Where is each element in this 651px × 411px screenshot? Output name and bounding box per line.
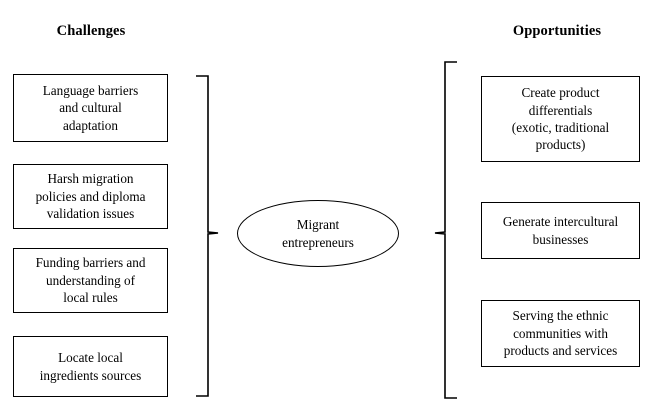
right-brace-connector [434,61,457,399]
challenge-box-3[interactable]: Funding barriers and understanding of lo… [13,248,168,313]
opportunity-box-1[interactable]: Create product differentials (exotic, tr… [481,76,640,162]
challenge-box-4-label: Locate local ingredients sources [39,350,142,383]
opportunity-box-2-label: Generate intercultural businesses [502,214,619,247]
center-node-migrant-entrepreneurs[interactable]: Migrant entrepreneurs [237,200,399,267]
challenge-box-2[interactable]: Harsh migration policies and diploma val… [13,164,168,229]
opportunity-box-1-label: Create product differentials (exotic, tr… [511,85,610,153]
opportunity-box-2[interactable]: Generate intercultural businesses [481,202,640,259]
challenge-box-3-label: Funding barriers and understanding of lo… [35,255,146,306]
challenge-box-1-label: Language barriers and cultural adaptatio… [42,82,139,133]
left-brace-connector [196,75,219,397]
challenge-box-2-label: Harsh migration policies and diploma val… [35,171,146,222]
opportunity-box-3-label: Serving the ethnic communities with prod… [503,308,618,359]
column-header-opportunities: Opportunities [512,23,602,39]
center-node-label: Migrant entrepreneurs [282,217,354,250]
challenge-box-1[interactable]: Language barriers and cultural adaptatio… [13,74,168,142]
column-header-challenges: Challenges [56,23,126,39]
challenge-box-4[interactable]: Locate local ingredients sources [13,336,168,397]
opportunity-box-3[interactable]: Serving the ethnic communities with prod… [481,300,640,367]
